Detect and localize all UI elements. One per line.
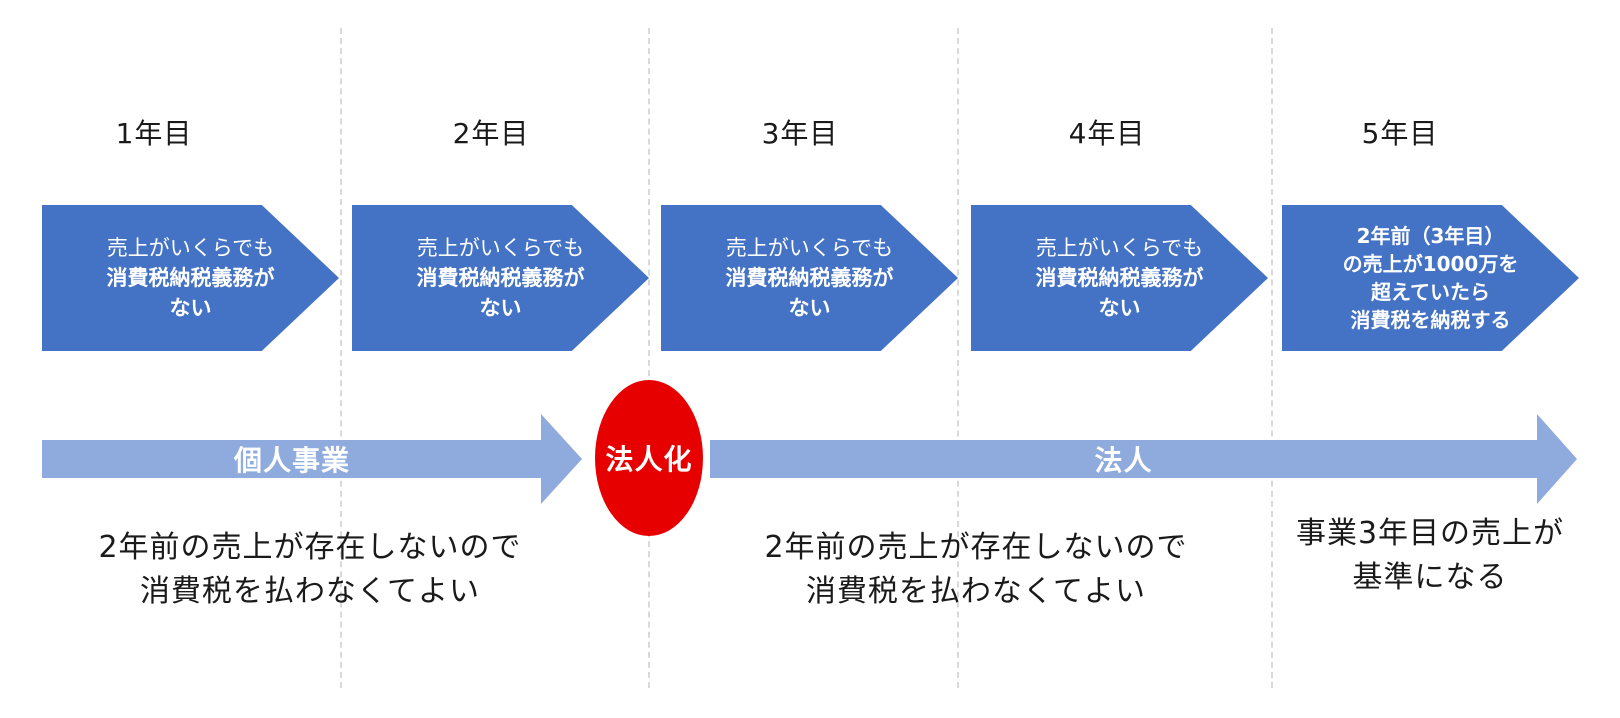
column-divider bbox=[340, 28, 342, 688]
year-label-4: 4年目 bbox=[1068, 117, 1146, 150]
year-5-line1: 2年前（3年目） bbox=[1356, 224, 1505, 248]
year-5-box: 2年前（3年目） の売上が1000万を 超えていたら 消費税を納税する bbox=[1282, 205, 1579, 351]
year-label-1: 1年目 bbox=[115, 117, 193, 150]
year-4-box: 売上がいくらでも 消費税納税義務が ない bbox=[971, 205, 1268, 351]
year-1-line1: 売上がいくらでも bbox=[106, 236, 275, 260]
column-divider bbox=[1271, 28, 1273, 688]
year-3-line1: 売上がいくらでも bbox=[725, 236, 894, 260]
year-3-line2: 消費税納税義務が bbox=[725, 266, 894, 290]
year-3-line3: ない bbox=[788, 296, 831, 320]
incorporation-marker: 法人化 bbox=[595, 380, 703, 536]
sole-proprietor-arrow: 個人事業 bbox=[42, 414, 582, 504]
sole-proprietor-arrow-shape bbox=[42, 414, 582, 504]
sole-note: 2年前の売上が存在しないので 消費税を払わなくてよい bbox=[60, 526, 560, 614]
year5-note-line1: 事業3年目の売上が bbox=[1295, 516, 1565, 551]
sole-note-line1: 2年前の売上が存在しないので bbox=[98, 530, 522, 565]
year-4-line1: 売上がいくらでも bbox=[1035, 236, 1204, 260]
year-3-box: 売上がいくらでも 消費税納税義務が ない bbox=[661, 205, 958, 351]
year-5-line2: の売上が1000万を bbox=[1342, 252, 1519, 276]
year-2-line1: 売上がいくらでも bbox=[416, 236, 585, 260]
year-4-line3: ない bbox=[1098, 296, 1141, 320]
corp-note-line2: 消費税を払わなくてよい bbox=[805, 574, 1147, 609]
column-divider bbox=[957, 28, 959, 688]
corporation-label: 法人 bbox=[1094, 444, 1153, 477]
year-2-line2: 消費税納税義務が bbox=[416, 266, 585, 290]
corp-note: 2年前の売上が存在しないので 消費税を払わなくてよい bbox=[726, 526, 1226, 614]
year-label-5: 5年目 bbox=[1361, 117, 1439, 150]
year-2-line3: ない bbox=[479, 296, 522, 320]
year-4-line2: 消費税納税義務が bbox=[1035, 266, 1204, 290]
year-label-2: 2年目 bbox=[452, 117, 530, 150]
year-label-3: 3年目 bbox=[761, 117, 839, 150]
sole-note-line2: 消費税を払わなくてよい bbox=[139, 574, 481, 609]
sole-proprietor-label: 個人事業 bbox=[233, 444, 350, 477]
corporation-arrow-shape bbox=[710, 414, 1577, 504]
year-1-line2: 消費税納税義務が bbox=[106, 266, 275, 290]
year-1-line3: ない bbox=[169, 296, 212, 320]
corp-note-line1: 2年前の売上が存在しないので bbox=[764, 530, 1188, 565]
year-5-line4: 消費税を納税する bbox=[1350, 308, 1511, 332]
year-2-box: 売上がいくらでも 消費税納税義務が ない bbox=[352, 205, 649, 351]
year5-note: 事業3年目の売上が 基準になる bbox=[1270, 512, 1590, 600]
year-5-line3: 超えていたら bbox=[1371, 280, 1490, 304]
year5-note-line2: 基準になる bbox=[1352, 560, 1508, 595]
column-divider bbox=[648, 28, 650, 688]
year-1-box: 売上がいくらでも 消費税納税義務が ない bbox=[42, 205, 339, 351]
corporation-arrow: 法人 bbox=[710, 414, 1577, 504]
